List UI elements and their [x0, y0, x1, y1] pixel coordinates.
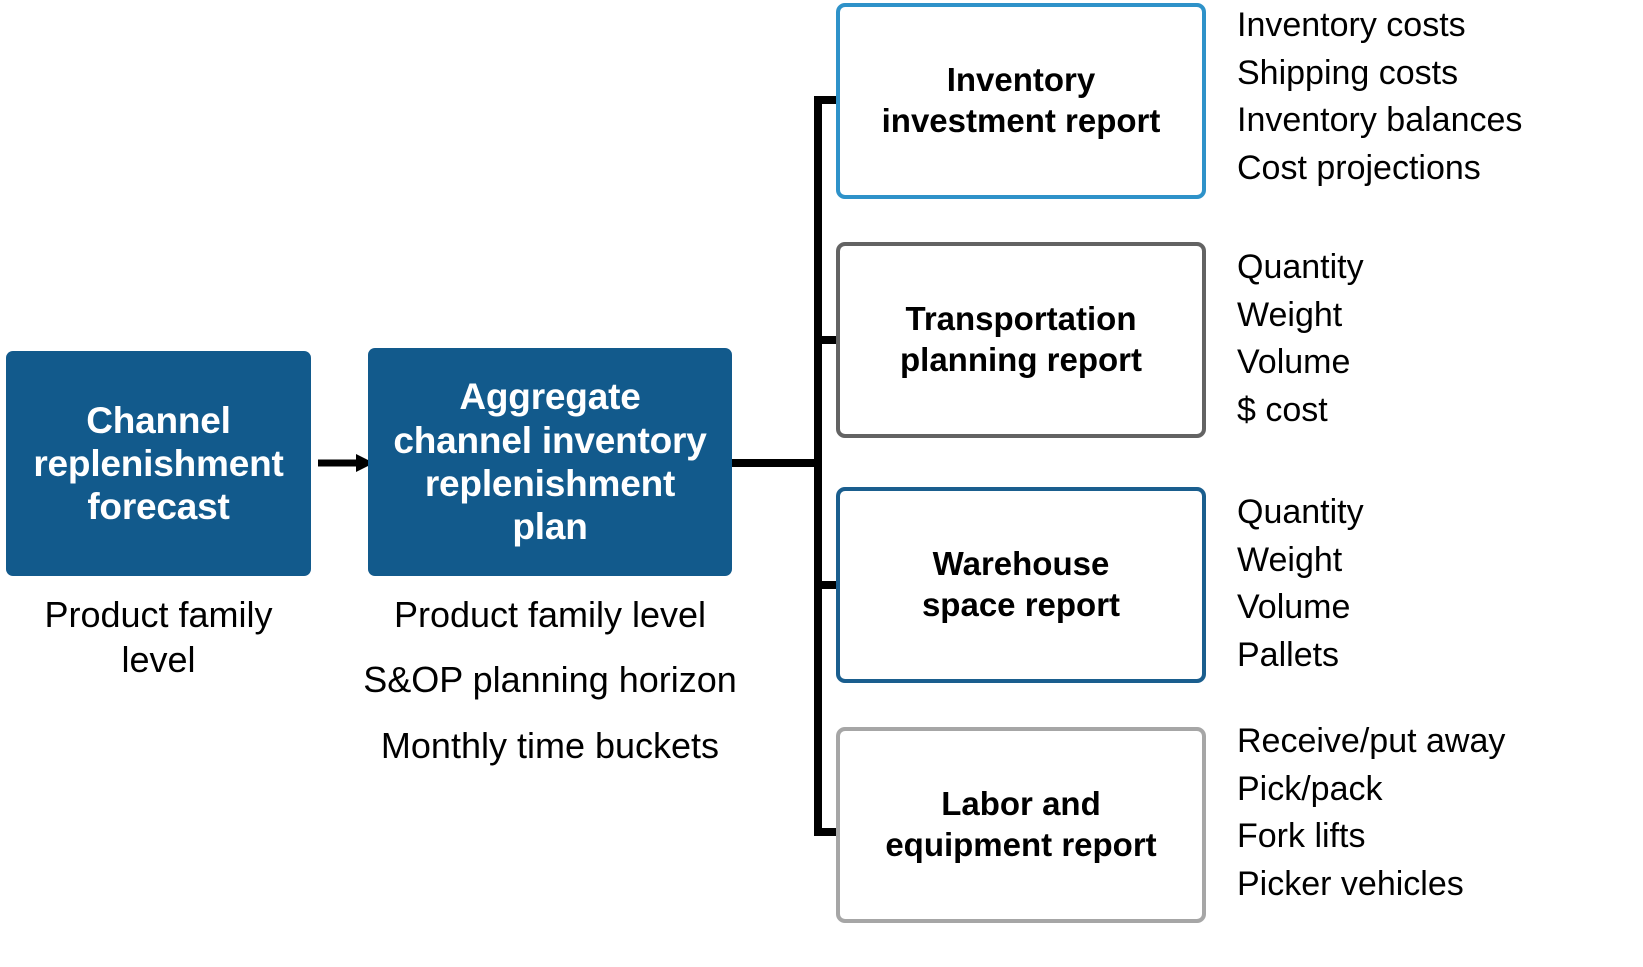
attribute-list-labor-and-equipment-report: Receive/put away Pick/pack Fork lifts Pi… [1237, 718, 1637, 908]
process-box-label-line: plan [512, 506, 588, 548]
report-box-title-line: investment report [881, 102, 1161, 139]
forecast-to-plan-arrow-icon [318, 454, 374, 472]
report-box-warehouse-space-report: Warehouse space report [836, 487, 1206, 683]
report-box-title-line: Transportation [905, 300, 1137, 338]
report-box-title-line: Labor and [941, 785, 1101, 823]
report-box-title-line: Warehouse [932, 545, 1110, 583]
process-box-label: Channel replenishment forecast [33, 399, 283, 529]
attribute-list-warehouse-space-report: Quantity Weight Volume Pallets [1237, 489, 1637, 679]
attribute-item: Picker vehicles [1237, 864, 1464, 903]
attribute-item: Inventory costs [1237, 6, 1466, 44]
attribute-item: Weight [1237, 540, 1343, 579]
attribute-item: Volume [1237, 343, 1351, 382]
attribute-item: Receive/put away [1237, 722, 1506, 760]
report-box-title: Inventory investment report [882, 60, 1161, 141]
report-box-inventory-investment-report: Inventory investment report [836, 3, 1206, 199]
attribute-item: Quantity [1237, 493, 1364, 531]
attribute-item: Quantity [1237, 248, 1364, 286]
process-box-aggregate-channel-inventory-replenishment-plan: Aggregate channel inventory replenishmen… [368, 348, 732, 576]
report-box-title-line: space report [921, 586, 1121, 623]
process-box-label-line: replenishment [33, 442, 284, 484]
process-box-channel-replenishment-forecast: Channel replenishment forecast [6, 351, 311, 576]
attribute-list-transportation-planning-report: Quantity Weight Volume $ cost [1237, 244, 1637, 434]
attribute-item: Cost projections [1237, 148, 1481, 187]
report-box-title: Labor and equipment report [885, 784, 1156, 865]
report-box-title-line: Inventory [946, 61, 1096, 99]
attribute-item: Fork lifts [1237, 817, 1366, 856]
process-box-label-line: replenishment [424, 463, 676, 504]
report-box-title-line: equipment report [885, 826, 1157, 863]
attribute-item: Weight [1237, 295, 1343, 334]
attribute-item: Volume [1237, 588, 1351, 627]
caption-line: Product family level [393, 594, 707, 635]
report-box-transportation-planning-report: Transportation planning report [836, 242, 1206, 438]
report-box-title: Transportation planning report [900, 299, 1142, 380]
plan-to-reports-bracket-connector [732, 96, 848, 836]
attribute-item: Shipping costs [1237, 53, 1459, 92]
caption-channel-replenishment-forecast: Product family level [6, 592, 311, 683]
caption-aggregate-channel-inventory-replenishment-plan: Product family level S&OP planning horiz… [360, 592, 740, 768]
caption-line: Product family level [44, 594, 273, 681]
report-box-labor-and-equipment-report: Labor and equipment report [836, 727, 1206, 923]
process-box-label-line: forecast [87, 486, 230, 528]
attribute-list-inventory-investment-report: Inventory costs Shipping costs Inventory… [1237, 2, 1637, 192]
attribute-item: Inventory balances [1237, 101, 1523, 140]
process-box-label: Aggregate channel inventory replenishmen… [393, 375, 706, 548]
caption-line: S&OP planning horizon [363, 659, 737, 701]
caption-line: Monthly time buckets [380, 724, 720, 766]
attribute-item: Pallets [1237, 635, 1340, 674]
report-box-title: Warehouse space report [922, 544, 1120, 625]
process-box-label-line: channel inventory [393, 419, 707, 461]
process-box-label-line: Aggregate [459, 376, 641, 418]
report-box-title-line: planning report [900, 341, 1142, 378]
attribute-item: $ cost [1237, 390, 1328, 429]
attribute-item: Pick/pack [1237, 769, 1383, 808]
process-box-label-line: Channel [86, 399, 231, 441]
